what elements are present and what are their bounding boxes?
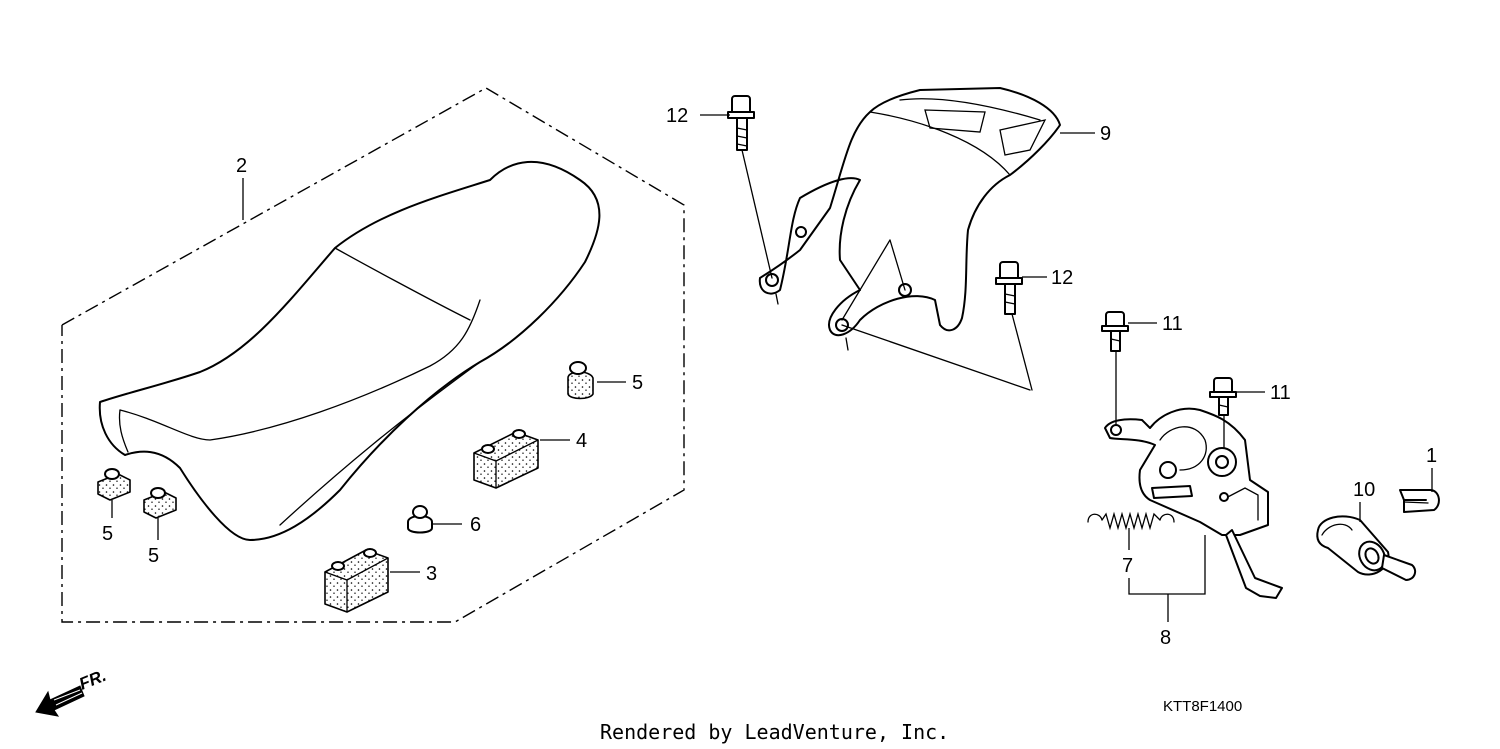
front-direction-arrow [35, 685, 85, 717]
callout-8: 8 [1160, 627, 1171, 649]
return-spring-7[interactable] [1087, 511, 1175, 531]
seat-lock-assembly[interactable] [1104, 407, 1283, 599]
bolt-11-upper[interactable] [1101, 311, 1129, 352]
callout-11-lower: 11 [1270, 382, 1291, 404]
callout-10: 9 [1100, 123, 1111, 145]
key-cylinder-9[interactable] [1316, 515, 1417, 581]
lock-clip-1[interactable] [1399, 489, 1440, 513]
callout-5-left-a: 5 [102, 523, 113, 545]
seat-rubber-3[interactable] [324, 548, 389, 613]
seat-cap-6[interactable] [407, 505, 433, 534]
callout-1: 1 [1426, 445, 1437, 467]
callout-4: 4 [576, 430, 587, 452]
callout-6: 6 [470, 514, 481, 536]
callout-11-upper: 11 [1162, 313, 1183, 335]
mounting-lines [741, 149, 1225, 449]
seat-cushion-5-left-a[interactable] [97, 468, 131, 501]
seat-rubber-4[interactable] [473, 429, 539, 489]
callout-12-lower: 12 [1051, 267, 1073, 289]
callout-5-right: 5 [632, 372, 643, 394]
callout-5-left-b: 5 [148, 545, 159, 567]
callout-7: 7 [1122, 555, 1133, 577]
callout-2: 2 [236, 155, 247, 177]
diagram-code: KTT8F1400 [1163, 698, 1242, 715]
callout-12-upper: 12 [666, 105, 688, 127]
callout-leaders [111, 114, 1433, 622]
seat-cushion-5-left-b[interactable] [143, 487, 177, 519]
bolt-11-lower[interactable] [1209, 377, 1237, 416]
callout-3: 3 [426, 563, 437, 585]
bolt-12-upper[interactable] [727, 95, 755, 151]
seat-assembly-box [61, 87, 685, 623]
seat-cushion-5-right[interactable] [567, 361, 594, 400]
bolt-12-lower[interactable] [995, 261, 1023, 315]
callout-9: 10 [1353, 479, 1375, 501]
seat-part[interactable] [98, 160, 601, 541]
front-direction-label: FR. [76, 666, 109, 694]
footer-credit: Rendered by LeadVenture, Inc. [600, 720, 949, 744]
